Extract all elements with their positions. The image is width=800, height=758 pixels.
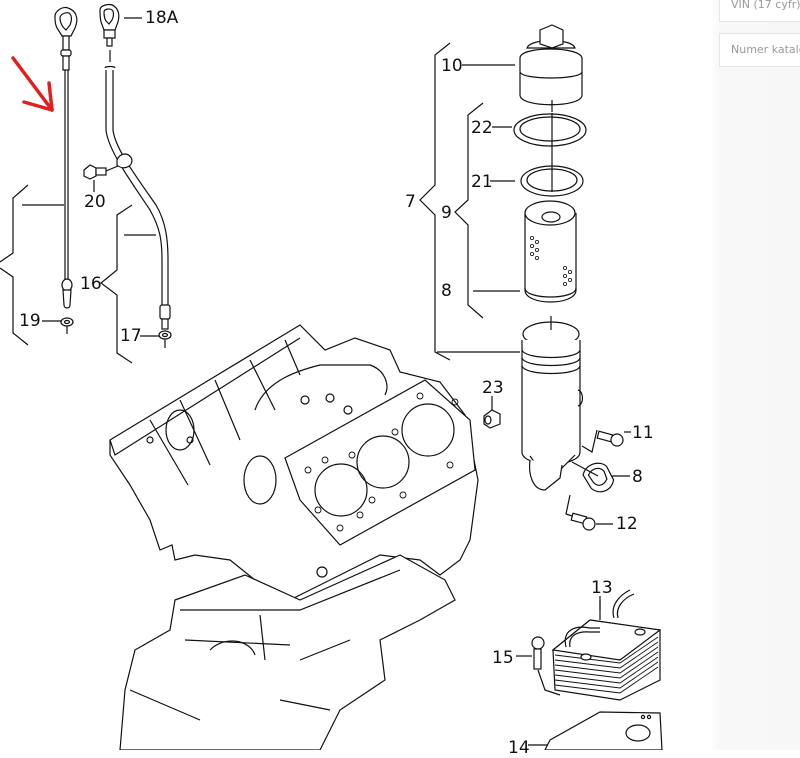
engine-block[interactable] bbox=[109, 324, 479, 750]
vin-input[interactable] bbox=[731, 0, 800, 21]
part-label-22[interactable]: 22 bbox=[471, 118, 493, 138]
dipstick[interactable] bbox=[54, 6, 78, 309]
part-label-20[interactable]: 20 bbox=[84, 192, 106, 212]
bolt-12[interactable] bbox=[565, 494, 613, 531]
bolt-20[interactable] bbox=[83, 164, 119, 192]
part-label-18a[interactable]: 18A bbox=[145, 8, 179, 28]
sleeve-23[interactable] bbox=[483, 396, 501, 429]
red-arrow-icon bbox=[11, 56, 54, 112]
oil-cooler-13[interactable] bbox=[551, 589, 662, 701]
dipstick-bracket bbox=[0, 184, 29, 346]
part-label-15[interactable]: 15 bbox=[492, 648, 514, 668]
part-label-19[interactable]: 19 bbox=[19, 311, 41, 331]
part-label-7[interactable]: 7 bbox=[405, 192, 416, 212]
washer-17[interactable] bbox=[140, 330, 172, 348]
part-label-21[interactable]: 21 bbox=[471, 172, 493, 192]
part-label-8-filter[interactable]: 8 bbox=[441, 281, 452, 301]
filter-housing[interactable] bbox=[521, 316, 584, 491]
seal-ring-22[interactable] bbox=[513, 113, 587, 147]
part-label-13[interactable]: 13 bbox=[591, 578, 613, 598]
vin-field[interactable] bbox=[719, 0, 800, 22]
dipstick-guide-tube[interactable] bbox=[99, 4, 171, 330]
part-label-17[interactable]: 17 bbox=[120, 326, 142, 346]
bracket-7 bbox=[419, 42, 451, 361]
filter-element-8[interactable] bbox=[524, 200, 577, 303]
part-label-8-gasket[interactable]: 8 bbox=[632, 467, 643, 487]
tube-bracket bbox=[100, 204, 133, 364]
washer-19[interactable] bbox=[42, 317, 74, 334]
filter-cap-10[interactable] bbox=[519, 24, 583, 112]
part-label-11[interactable]: 11 bbox=[632, 423, 654, 443]
side-panel bbox=[710, 0, 800, 750]
part-label-23[interactable]: 23 bbox=[482, 378, 504, 398]
seal-ring-21[interactable] bbox=[520, 145, 584, 197]
part-label-16[interactable]: 16 bbox=[80, 274, 102, 294]
gasket-14[interactable] bbox=[528, 711, 663, 750]
part-label-14[interactable]: 14 bbox=[508, 738, 530, 758]
part-label-9[interactable]: 9 bbox=[441, 203, 452, 223]
catalog-number-field[interactable] bbox=[719, 33, 800, 67]
bolt-11[interactable] bbox=[581, 429, 631, 453]
part-label-10[interactable]: 10 bbox=[441, 56, 463, 76]
bracket-9 bbox=[454, 102, 484, 319]
part-label-12[interactable]: 12 bbox=[616, 514, 638, 534]
gasket-8[interactable] bbox=[571, 459, 616, 496]
bolt-15[interactable] bbox=[516, 636, 561, 696]
catalog-number-input[interactable] bbox=[731, 34, 800, 66]
